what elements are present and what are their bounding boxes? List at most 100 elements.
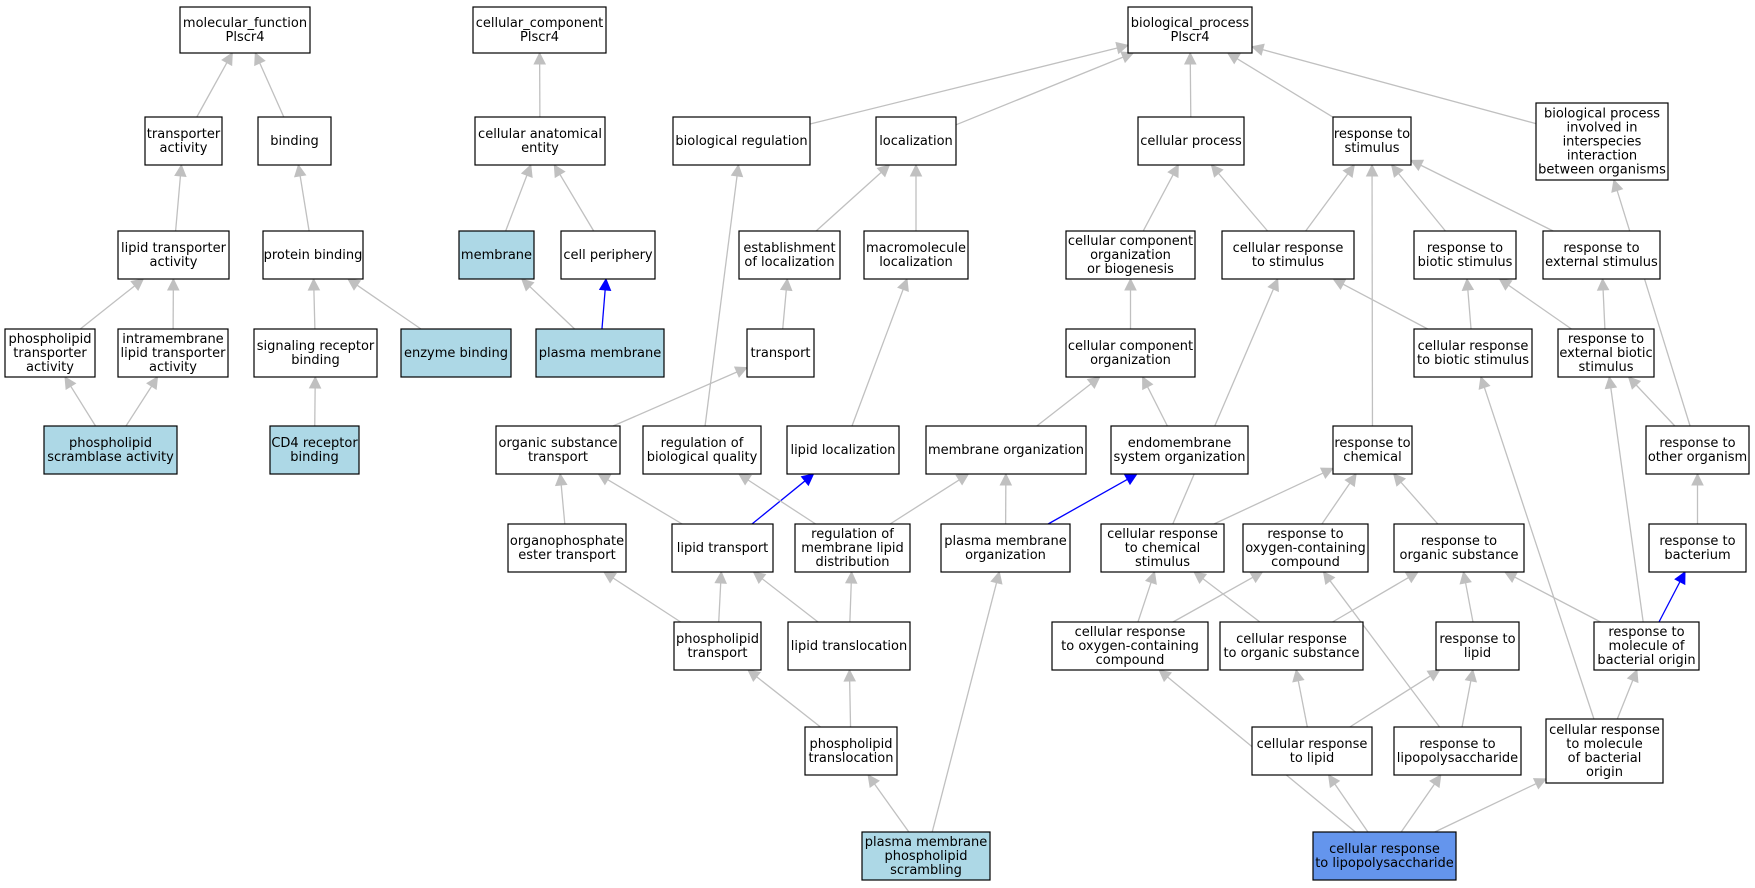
edge-pm_org-to-mem_org <box>999 472 1013 525</box>
node-box <box>1393 523 1525 573</box>
edge-arrowhead <box>1319 467 1335 480</box>
node-label-line: other organism <box>1648 450 1747 465</box>
edge-lipid_loc-to-macro_loc <box>851 277 909 427</box>
node-label-line: organic substance <box>1400 548 1519 563</box>
edge-line <box>851 289 904 427</box>
node-label-line: scrambling <box>890 863 962 878</box>
go-term-node-cell-periph[interactable]: cell periphery <box>560 230 656 280</box>
node-box <box>1557 328 1655 378</box>
edge-enzyme-to-protein_binding <box>347 278 422 330</box>
edge-arrowhead <box>737 473 752 486</box>
go-term-node-protein-binding[interactable]: protein binding <box>262 230 364 280</box>
edge-cell_resp_chem-to-cell_resp_stim <box>1172 277 1279 525</box>
go-term-node-enzyme[interactable]: enzyme binding <box>400 328 512 378</box>
go-term-node-localization[interactable]: localization <box>875 116 957 166</box>
edge-arrowhead <box>999 472 1013 486</box>
edge-line <box>1147 386 1168 427</box>
node-label-line: cellular response <box>1329 842 1440 857</box>
edge-arrowhead <box>714 570 727 584</box>
node-box <box>472 6 607 54</box>
go-term-node-transport[interactable]: transport <box>746 328 815 378</box>
node-label-line: chemical <box>1343 450 1401 465</box>
node-label-line: of bacterial <box>1568 751 1642 766</box>
node-box <box>1127 6 1253 54</box>
node-box <box>1413 230 1517 280</box>
edge-macro_loc-to-localization <box>909 163 923 231</box>
node-box <box>1542 230 1661 280</box>
edge-arrowhead <box>897 277 909 292</box>
node-label-line: transport <box>528 450 588 465</box>
edge-cell_resp_lps-to-cell_resp_lipid <box>1327 774 1369 833</box>
edge-arrowhead <box>1365 163 1379 177</box>
go-term-node-lipid-transloc[interactable]: lipid translocation <box>787 621 911 671</box>
edge-arrowhead <box>1322 571 1336 585</box>
go-term-node-mem-org[interactable]: membrane organization <box>925 425 1087 475</box>
go-term-node-bioreg[interactable]: biological regulation <box>672 116 811 166</box>
edge-line <box>1635 384 1676 427</box>
node-label-line: response to <box>1439 632 1515 647</box>
edge-resp_stim-to-bp <box>1226 52 1334 118</box>
edge-lipid_transport-to-lipid_loc <box>751 473 815 525</box>
go-term-node-plasma-mem[interactable]: plasma membrane <box>535 328 665 378</box>
node-label-line: organic substance <box>499 436 618 451</box>
go-term-node-cellproc[interactable]: cellular process <box>1137 116 1245 166</box>
go-term-node-lipid-loc[interactable]: lipid localization <box>786 425 900 475</box>
edge-resp_mol_bact-to-resp_ext_biotic <box>1604 375 1644 623</box>
edge-arrowhead <box>1626 668 1639 684</box>
go-term-node-binding[interactable]: binding <box>257 116 332 166</box>
edge-reg_mem_lipid-to-mem_org <box>889 473 970 525</box>
edge-resp_other-to-resp_ext_biotic <box>1627 376 1676 427</box>
node-label-line: Plscr4 <box>226 30 265 45</box>
node-label-line: phospholipid <box>676 632 759 647</box>
go-term-node-lipid-transport[interactable]: lipid transport <box>671 523 774 573</box>
node-label-line: binding <box>270 134 318 149</box>
go-term-node-membrane[interactable]: membrane <box>458 230 535 280</box>
edge-pm_pl_scramb-to-pm_org <box>931 570 1003 833</box>
